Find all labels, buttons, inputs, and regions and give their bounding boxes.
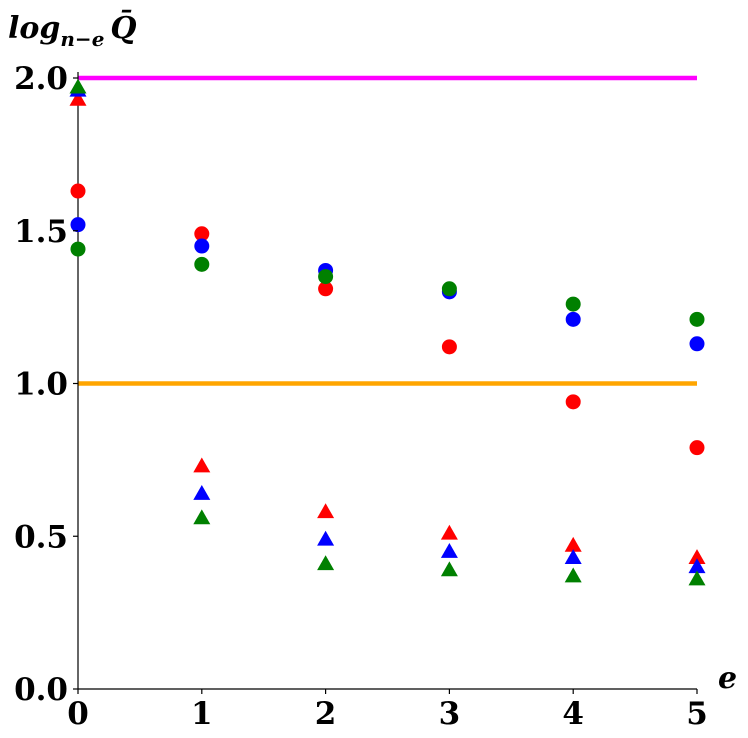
triangle-point [564,536,582,552]
y-tick-label: 0.0 [14,672,68,708]
y-tick-label: 0.5 [14,519,68,555]
x-tick-label: 1 [191,696,213,732]
circle-point [70,217,86,233]
y-tick-label: 2.0 [14,61,68,97]
triangle-point [193,509,211,525]
x-axis-title: e [718,661,737,696]
circle-point [194,226,210,242]
triangle-point [317,503,335,519]
triangle-point [69,90,87,106]
circle-point [689,336,705,352]
y-tick-label: 1.0 [14,367,68,403]
y-axis-title-base: log [8,11,60,46]
triangle-point [193,484,211,500]
y-axis-title-subscript: n−e [60,27,104,51]
circle-point [194,256,210,272]
triangle-point [688,570,706,586]
circle-point [70,183,86,199]
triangle-point [440,561,458,577]
x-tick-label: 5 [686,696,708,732]
data-points [69,78,706,586]
circle-point [70,241,86,257]
axes [77,72,697,690]
circle-point [441,281,457,297]
x-tick-label: 4 [562,696,584,732]
y-tick-label: 1.5 [14,214,68,250]
circle-point [689,440,705,456]
triangle-point [317,555,335,571]
x-tick-label: 3 [439,696,461,732]
triangle-point [317,530,335,546]
triangle-point [564,567,582,583]
y-axis-title-symbol: Q̄ [110,10,136,46]
triangle-point [688,558,706,574]
tick-labels: 0 1 2 3 4 5 0.0 0.5 1.0 1.5 2.0 [14,61,708,732]
x-tick-label: 0 [67,696,89,732]
circle-point [689,311,705,327]
reference-lines [78,75,697,386]
circle-point [318,281,334,297]
triangle-point [688,549,706,565]
triangle-point [440,543,458,558]
circle-point [565,394,581,410]
x-tick-label: 2 [315,696,337,732]
circle-point [441,339,457,355]
circle-point [194,238,210,254]
triangle-point [193,457,211,473]
circle-point [318,269,334,285]
circle-point [565,311,581,327]
triangle-point [69,78,87,94]
triangle-point [440,524,458,540]
circle-point [565,296,581,312]
triangle-point [564,549,582,565]
